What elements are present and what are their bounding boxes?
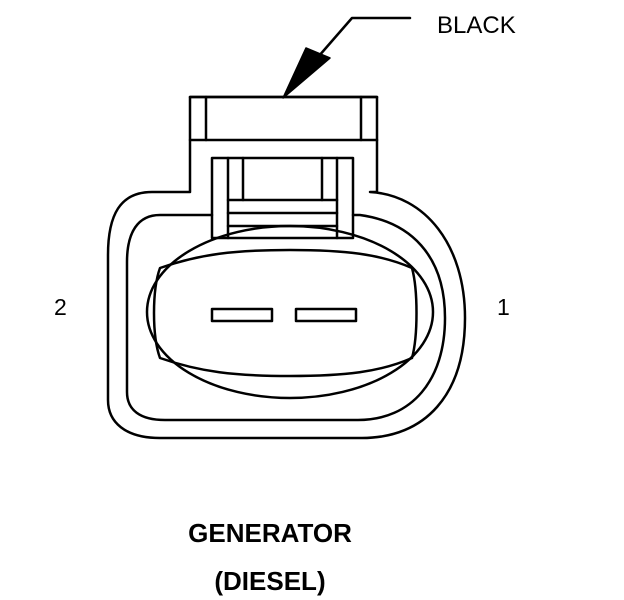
connector-subtitle: (DIESEL) [214, 566, 326, 596]
terminal-cavity-body [152, 248, 418, 378]
color-leader-arrowhead [282, 47, 331, 99]
latch-clip-frame [210, 156, 355, 240]
pin-2-label: 2 [54, 294, 67, 320]
terminal-pin-2 [210, 307, 274, 323]
connector-housing-inner [125, 213, 447, 422]
connector-housing-outer [106, 95, 467, 440]
pin-1-label: 1 [497, 294, 510, 320]
terminal-pin-1 [294, 307, 358, 323]
connector-color-label: BLACK [437, 12, 516, 39]
connector-title: GENERATOR [188, 518, 352, 548]
terminal-seal-oval [145, 224, 435, 400]
